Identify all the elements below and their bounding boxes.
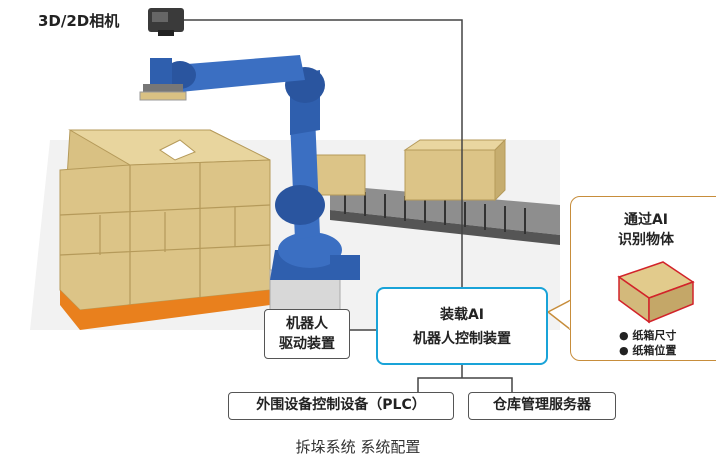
ai-controller-box: 装载AI 机器人控制装置 (376, 287, 548, 365)
ai-panel-item-size: ● 纸箱尺寸 (619, 329, 677, 342)
robot-drive-line2: 驱动装置 (279, 336, 335, 352)
warehouse-server-box: 仓库管理服务器 (468, 392, 616, 420)
carton-stack (59, 129, 271, 330)
robot-drive-box: 机器人 驱动装置 (264, 309, 350, 359)
controller-line1: 装载AI (439, 307, 485, 323)
controller-line2: 机器人控制装置 (413, 331, 511, 347)
ai-panel-title2: 识别物体 (618, 232, 674, 248)
robot-arm (139, 55, 360, 326)
ai-panel-title1: 通过AI (623, 212, 669, 228)
camera-icon (148, 8, 184, 36)
robot-drive-line1: 机器人 (286, 316, 328, 332)
camera-label: 3D/2D相机 (38, 12, 120, 30)
connection-lines (184, 19, 513, 392)
conveyor (309, 138, 560, 245)
figure-caption: 拆垛系统 系统配置 (295, 438, 421, 456)
carton-box-icon (617, 261, 695, 324)
ai-recognition-panel: 通过AI 识别物体 ● 纸箱尺寸 ● 纸箱位置 (570, 196, 716, 361)
ai-panel-item-position: ● 纸箱位置 (619, 344, 677, 357)
plc-box: 外围设备控制设备（PLC） (228, 392, 454, 420)
